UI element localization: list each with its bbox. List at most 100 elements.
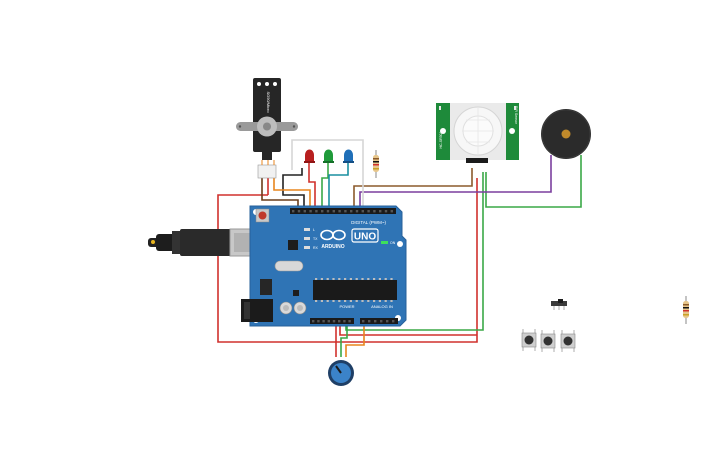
- header-pin[interactable]: [362, 320, 365, 323]
- l-label: L: [313, 228, 315, 232]
- header-pin[interactable]: [292, 210, 295, 213]
- header-pin[interactable]: [386, 320, 389, 323]
- rx-label: RX: [313, 246, 319, 250]
- header-pin[interactable]: [379, 210, 382, 213]
- servo-connector: [257, 164, 277, 179]
- wire-red-power-loop[interactable]: [217, 178, 478, 343]
- chip-leg: [384, 278, 387, 280]
- chip-leg: [390, 300, 393, 302]
- header-pin[interactable]: [350, 210, 353, 213]
- header-pin[interactable]: [317, 320, 320, 323]
- arduino-infinity-logo-icon: [320, 229, 346, 241]
- header-pin[interactable]: [297, 210, 301, 213]
- chip-leg: [326, 300, 329, 302]
- header-pin[interactable]: [367, 210, 370, 213]
- wire-white-led[interactable]: [291, 139, 364, 209]
- header-pin[interactable]: [315, 210, 318, 213]
- header-pin[interactable]: [327, 320, 330, 323]
- header-pin[interactable]: [374, 320, 377, 323]
- chip-leg: [361, 278, 364, 280]
- chip-leg: [355, 278, 358, 280]
- header-pin[interactable]: [309, 210, 312, 213]
- wire-green-buzzer[interactable]: [485, 155, 582, 208]
- push-button-1[interactable]: [521, 329, 537, 351]
- chip-leg: [315, 278, 318, 280]
- chip-leg: [332, 278, 335, 280]
- header-pin[interactable]: [348, 320, 351, 323]
- chip-leg: [332, 300, 335, 302]
- chip-leg: [373, 278, 376, 280]
- chip-leg: [349, 278, 352, 280]
- wire-red-led[interactable]: [308, 162, 316, 209]
- digital-label: DIGITAL (PWM~): [351, 220, 386, 225]
- wire-brown-pir[interactable]: [353, 168, 473, 209]
- chip-leg: [320, 300, 323, 302]
- analog-label: ANALOG IN: [371, 304, 393, 309]
- wire-teal-led[interactable]: [328, 162, 349, 209]
- wire-black-led[interactable]: [282, 168, 305, 209]
- analog-header[interactable]: [360, 318, 398, 324]
- header-pin[interactable]: [373, 210, 376, 213]
- dc-barrel-jack-icon[interactable]: [241, 299, 273, 322]
- chip-leg: [338, 278, 341, 280]
- push-button-2[interactable]: [540, 330, 556, 352]
- header-pin[interactable]: [321, 210, 324, 213]
- header-pin[interactable]: [390, 210, 393, 213]
- wire-servo-orange[interactable]: [273, 178, 311, 209]
- led-red[interactable]: [304, 149, 315, 163]
- on-label: ON: [390, 241, 396, 245]
- potentiometer[interactable]: [328, 360, 354, 386]
- header-pin[interactable]: [361, 210, 364, 213]
- header-pin[interactable]: [355, 210, 359, 213]
- chip-leg: [390, 278, 393, 280]
- header-pin[interactable]: [343, 320, 346, 323]
- header-pin[interactable]: [344, 210, 347, 213]
- wire-pot-green[interactable]: [340, 322, 348, 357]
- wire-servo-brown[interactable]: [261, 178, 299, 209]
- pir-motion-sensor[interactable]: HC-SR501 PIR Sensor: [436, 103, 519, 163]
- led-blue[interactable]: [343, 149, 354, 163]
- resistor-1[interactable]: [373, 150, 379, 178]
- chip-leg: [361, 300, 364, 302]
- pir-right-label: PIR Sensor: [514, 106, 518, 125]
- piezo-buzzer[interactable]: [541, 109, 591, 159]
- arduino-uno-board[interactable]: DIGITAL (PWM~) L TX RX ARDUINO UNO ON: [241, 205, 407, 327]
- header-pin[interactable]: [338, 320, 341, 323]
- servo-label: SG90/Micro: [266, 91, 271, 113]
- chip-leg: [344, 300, 347, 302]
- header-pin[interactable]: [322, 320, 325, 323]
- header-pin[interactable]: [384, 210, 388, 213]
- header-pin[interactable]: [338, 210, 341, 213]
- push-button-3[interactable]: [560, 330, 576, 352]
- chip-leg: [320, 278, 323, 280]
- header-pin[interactable]: [368, 320, 371, 323]
- chip-leg: [367, 300, 370, 302]
- atmega-chip-icon: [313, 278, 397, 302]
- digital-header[interactable]: [290, 208, 396, 214]
- header-pin[interactable]: [326, 210, 330, 213]
- wire-green-led[interactable]: [321, 162, 329, 209]
- chip-leg: [355, 300, 358, 302]
- chip-leg: [326, 278, 329, 280]
- header-pin[interactable]: [303, 210, 306, 213]
- header-pin[interactable]: [380, 320, 383, 323]
- wire-purple-buzzer[interactable]: [359, 155, 552, 209]
- model-label: UNO: [354, 232, 376, 243]
- chip-leg: [338, 300, 341, 302]
- brand-label: ARDUINO: [321, 244, 344, 250]
- header-pin[interactable]: [332, 210, 335, 213]
- resistor-2[interactable]: [683, 296, 689, 324]
- chip-leg: [378, 300, 381, 302]
- header-pin[interactable]: [392, 320, 395, 323]
- header-pin[interactable]: [332, 320, 336, 323]
- chip-leg: [344, 278, 347, 280]
- led-green[interactable]: [323, 149, 334, 163]
- header-pin[interactable]: [312, 320, 315, 323]
- chip-leg: [349, 300, 352, 302]
- wire-pot-orange[interactable]: [345, 322, 365, 357]
- servo-motor[interactable]: SG90/Micro: [236, 78, 298, 179]
- usb-chip: [288, 240, 298, 250]
- slide-switch[interactable]: [551, 299, 567, 310]
- power-header[interactable]: [310, 318, 354, 324]
